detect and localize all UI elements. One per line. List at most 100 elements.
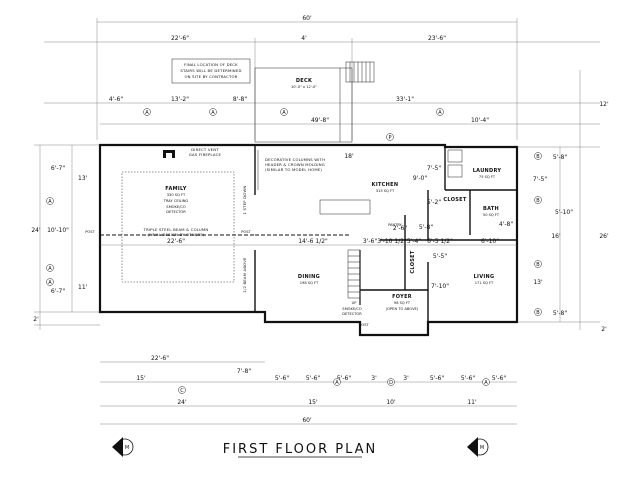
dim-row2-c: 8'-8" bbox=[233, 96, 247, 103]
post-left: POST bbox=[85, 230, 95, 234]
dim-bottom-10: 10' bbox=[386, 399, 396, 406]
kitchen-label: KITCHEN bbox=[372, 182, 399, 188]
top-dimensions: 60' 22'-6" 4' 23'-6" 4'-6" 13'-2" 8'-8" … bbox=[44, 15, 600, 140]
dim-mid-6-5: 6'-5 1/2" bbox=[427, 238, 453, 245]
family-label: FAMILY bbox=[165, 186, 186, 192]
dim-bottom-22-6: 22'-6" bbox=[151, 355, 169, 362]
bubble-b-right2: B bbox=[536, 198, 540, 204]
bubble-a-top4: A bbox=[438, 110, 442, 116]
family-smoke-1: SMOKE/CO bbox=[166, 205, 186, 209]
dim-family-width: 22'-6" bbox=[167, 238, 185, 245]
fireplace-note-1: DIRECT VENT bbox=[191, 147, 219, 152]
dim-top-overall: 60' bbox=[302, 15, 312, 22]
bubble-b-right3: B bbox=[536, 262, 540, 268]
bubble-a-left3: A bbox=[48, 280, 52, 286]
dim-mid-2-6: 2'-6" bbox=[393, 225, 407, 232]
dim-dining-7-10: 7'-10" bbox=[431, 283, 449, 290]
bubble-a-left1: A bbox=[48, 199, 52, 205]
dim-b56-6: 5'-6" bbox=[492, 375, 506, 382]
dining-area: 198 SQ FT bbox=[300, 281, 319, 285]
bubble-a-bottom2: A bbox=[484, 380, 488, 386]
deck-note-line3: ON SITE BY CONTRACTOR bbox=[184, 74, 237, 79]
plan-notes: DECORATIVE COLUMNS WITH HEADER & CROWN M… bbox=[85, 157, 402, 327]
dim-k5-2: 5'-2" bbox=[427, 199, 441, 206]
post-front: POST bbox=[359, 323, 369, 327]
section-left-label: M bbox=[125, 445, 129, 451]
dim-top-right: 23'-6" bbox=[428, 35, 446, 42]
bubble-d-bottom: D bbox=[389, 380, 393, 386]
dim-mid-6-10: 6'-10" bbox=[481, 238, 499, 245]
deck: DECK 10'-0" x 12'-0" bbox=[254, 61, 375, 143]
dim-right-5-10: 5'-10" bbox=[555, 209, 573, 216]
dim-left-2: 2' bbox=[33, 316, 39, 323]
dim-bottom-15b: 15' bbox=[308, 399, 318, 406]
dim-row2-b: 13'-2" bbox=[171, 96, 189, 103]
interior-dimensions: 22'-6" 18' 9'-0" 7'-5" 5'-2" 5'-8" 4'-8"… bbox=[100, 153, 517, 290]
laundry-area: 75 SQ FT bbox=[479, 175, 496, 179]
dim-right-16: 16' bbox=[551, 233, 561, 240]
dim-mid-3-10: 3'-10 1/2" bbox=[377, 238, 407, 245]
stairs-up-label: UP bbox=[352, 301, 358, 305]
dim-left-6-7: 6'-7" bbox=[51, 165, 65, 172]
dim-b-3b: 3' bbox=[403, 375, 409, 382]
bath-area: 50 SQ FT bbox=[483, 213, 500, 217]
kitchen-counters bbox=[257, 149, 463, 215]
family-area: 330 SQ FT bbox=[167, 193, 186, 197]
foyer-smoke-2: DETECTOR bbox=[342, 312, 362, 316]
family-smoke-2: DETECTOR bbox=[166, 210, 186, 214]
room-labels: FAMILY 330 SQ FT TRAY CEILING SMOKE/CO D… bbox=[163, 168, 502, 311]
staircase: UP bbox=[347, 249, 361, 305]
deck-area: 10'-0" x 12'-0" bbox=[291, 85, 317, 89]
dim-row3-right: 10'-4" bbox=[471, 117, 489, 124]
plan-title: FIRST FLOOR PLAN bbox=[223, 442, 378, 457]
dim-mid-5-5: 5'-5" bbox=[433, 253, 447, 260]
dim-b56-2: 5'-6" bbox=[306, 375, 320, 382]
dim-bottom-15: 15' bbox=[136, 375, 146, 382]
dim-right-2: 2' bbox=[601, 326, 607, 333]
bubble-a-top1: A bbox=[145, 110, 149, 116]
dim-left-24: 24' bbox=[31, 227, 41, 234]
bubble-a-top2: A bbox=[211, 110, 215, 116]
fireplace-icon bbox=[163, 150, 175, 158]
beam-above-note: 1/2 BEAM ABOVE bbox=[242, 257, 247, 293]
dim-left-10-10: 10'-10" bbox=[47, 227, 69, 234]
deck-stairs-note: FINAL LOCATION OF DECK STAIRS WILL BE DE… bbox=[171, 58, 251, 84]
foyer-label: FOYER bbox=[392, 294, 412, 300]
bubble-a-left2: A bbox=[48, 266, 52, 272]
step-down-note: 1 STEP DOWN bbox=[242, 186, 247, 215]
dim-b56-3: 5'-6" bbox=[337, 375, 351, 382]
fireplace-note-2: GAS FIREPLACE bbox=[189, 152, 222, 157]
post-mid: POST bbox=[241, 230, 251, 234]
family-tray: TRAY CEILING bbox=[163, 199, 189, 203]
dim-left-11: 11' bbox=[78, 284, 88, 291]
dim-row3-mid: 49'-8" bbox=[311, 117, 329, 124]
section-marker-right-icon: M bbox=[467, 437, 489, 457]
dim-mid-14: 14'-6 1/2" bbox=[298, 238, 328, 245]
dim-b-3: 3' bbox=[371, 375, 377, 382]
section-marker-left-icon: M bbox=[112, 437, 134, 457]
column-note-3: (SIMILAR TO MODEL HOME) bbox=[265, 167, 322, 172]
foyer-smoke-1: SMOKE/CO bbox=[342, 307, 362, 311]
dim-b56-1: 5'-6" bbox=[275, 375, 289, 382]
dim-top-mid: 4' bbox=[301, 35, 307, 42]
bubble-c-bottom: C bbox=[180, 388, 184, 394]
dim-closet-width: 9'-0" bbox=[413, 175, 427, 182]
dim-top-left: 22'-6" bbox=[171, 35, 189, 42]
dim-b56-4: 5'-6" bbox=[430, 375, 444, 382]
living-label: LIVING bbox=[474, 274, 495, 280]
dim-bottom-7-8: 7'-8" bbox=[237, 368, 251, 375]
dim-right-12: 12' bbox=[599, 101, 609, 108]
closet-label: CLOSET bbox=[443, 197, 466, 203]
dim-right-7-5: 7'-5" bbox=[533, 176, 547, 183]
beam-note-1: TRIPLE STEEL BEAM & COLUMN bbox=[143, 227, 209, 232]
right-dimensions: 12' 5'-8" 7'-5" 5'-10" 16' 26' 13' 5'-8"… bbox=[517, 70, 609, 333]
column-note-1: DECORATIVE COLUMNS WITH bbox=[265, 157, 325, 162]
bubble-b-right1: B bbox=[536, 154, 540, 160]
bubble-a-bottom: A bbox=[335, 380, 339, 386]
dim-row2-a: 4'-6" bbox=[109, 96, 123, 103]
foyer-area: 98 SQ FT bbox=[394, 301, 411, 305]
bubble-p-top: P bbox=[388, 135, 391, 141]
laundry-label: LAUNDRY bbox=[473, 168, 502, 174]
grid-bubbles-top: A A A A P bbox=[143, 108, 444, 141]
bottom-dimensions: 22'-6" 7'-8" 15' 5'-6" 5'-6" 5'-6" 3' 3'… bbox=[100, 355, 517, 425]
